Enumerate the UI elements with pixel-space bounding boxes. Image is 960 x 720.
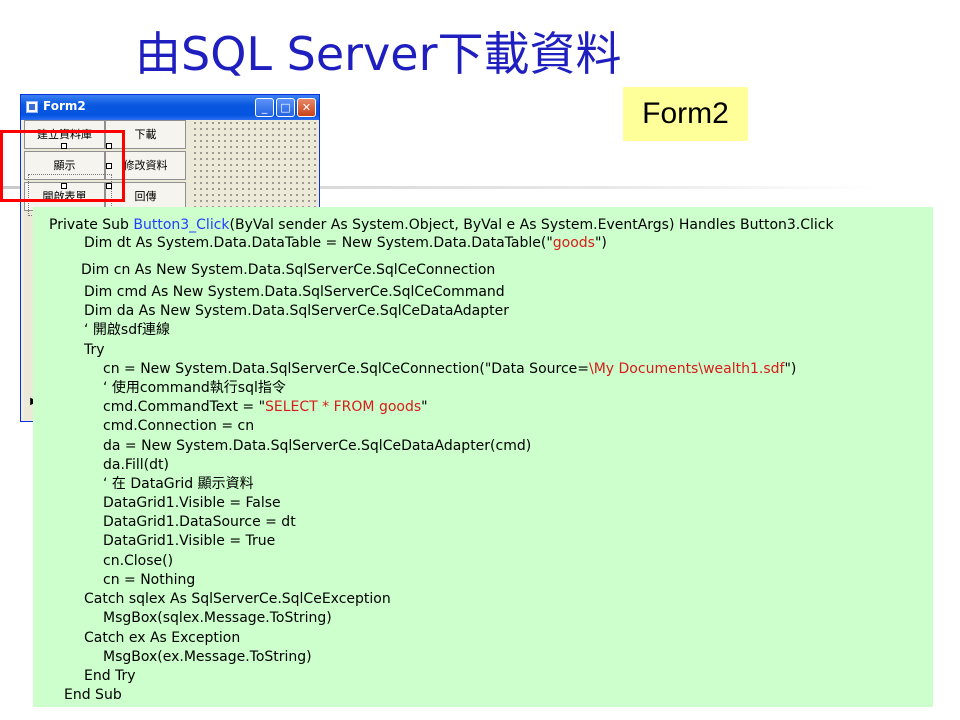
code-line: Dim dt As System.Data.DataTable = New Sy…: [84, 235, 607, 251]
resize-handle[interactable]: [61, 183, 67, 189]
code-line: End Sub: [64, 687, 122, 703]
code-line: cn = Nothing: [103, 572, 196, 588]
code-line: cmd.Connection = cn: [103, 418, 255, 434]
title-divider: [0, 186, 880, 189]
code-line: End Try: [84, 668, 136, 684]
resize-handle[interactable]: [106, 143, 112, 149]
code-line: Dim cmd As New System.Data.SqlServerCe.S…: [84, 284, 505, 300]
code-line: ‘ 開啟sdf連線: [84, 322, 171, 338]
window-title: Form2: [43, 99, 86, 113]
modify-data-button[interactable]: 修改資料: [105, 151, 186, 180]
code-line: Catch ex As Exception: [84, 630, 241, 646]
code-line: Dim cn As New System.Data.SqlServerCe.Sq…: [81, 262, 496, 278]
code-line: cn.Close(): [103, 553, 174, 569]
maximize-button[interactable]: □: [276, 98, 295, 117]
form-icon: [26, 101, 38, 113]
code-line: cmd.CommandText = "SELECT * FROM goods": [103, 399, 428, 415]
code-line: Catch sqlex As SqlServerCe.SqlCeExceptio…: [84, 591, 391, 607]
code-line: Dim da As New System.Data.SqlServerCe.Sq…: [84, 303, 509, 319]
code-line: Try: [84, 342, 105, 358]
code-string: \My Documents\wealth1.sdf: [589, 361, 785, 377]
code-line: cn = New System.Data.SqlServerCe.SqlCeCo…: [103, 361, 797, 377]
code-panel: Private Sub Button3_Click(ByVal sender A…: [33, 207, 933, 707]
code-string: SELECT * FROM goods: [265, 399, 422, 415]
resize-handle[interactable]: [106, 183, 112, 189]
download-button[interactable]: 下載: [105, 120, 186, 149]
resize-handle[interactable]: [106, 163, 112, 169]
code-line: ‘ 使用command執行sql指令: [103, 380, 286, 396]
resize-handle[interactable]: [61, 143, 67, 149]
code-line: MsgBox(sqlex.Message.ToString): [103, 610, 332, 626]
code-line: DataGrid1.DataSource = dt: [103, 514, 296, 530]
show-button[interactable]: 顯示: [24, 151, 105, 180]
code-line: DataGrid1.Visible = False: [103, 495, 281, 511]
highlight-box: [0, 130, 125, 202]
code-line: da = New System.Data.SqlServerCe.SqlCeDa…: [103, 438, 532, 454]
close-button[interactable]: ✕: [297, 98, 316, 117]
code-line: DataGrid1.Visible = True: [103, 533, 276, 549]
window-titlebar[interactable]: Form2 _ □ ✕: [21, 95, 319, 120]
code-line: ‘ 在 DataGrid 顯示資料: [103, 476, 254, 492]
code-identifier: Button3_Click: [133, 217, 230, 233]
code-line: Private Sub Button3_Click(ByVal sender A…: [49, 217, 834, 233]
code-line: da.Fill(dt): [103, 457, 169, 473]
code-string: goods: [552, 235, 595, 251]
minimize-button[interactable]: _: [255, 98, 274, 117]
slide-title: 由SQL Server下載資料: [135, 27, 622, 81]
form2-callout: Form2: [623, 87, 748, 141]
code-line: MsgBox(ex.Message.ToString): [103, 649, 312, 665]
